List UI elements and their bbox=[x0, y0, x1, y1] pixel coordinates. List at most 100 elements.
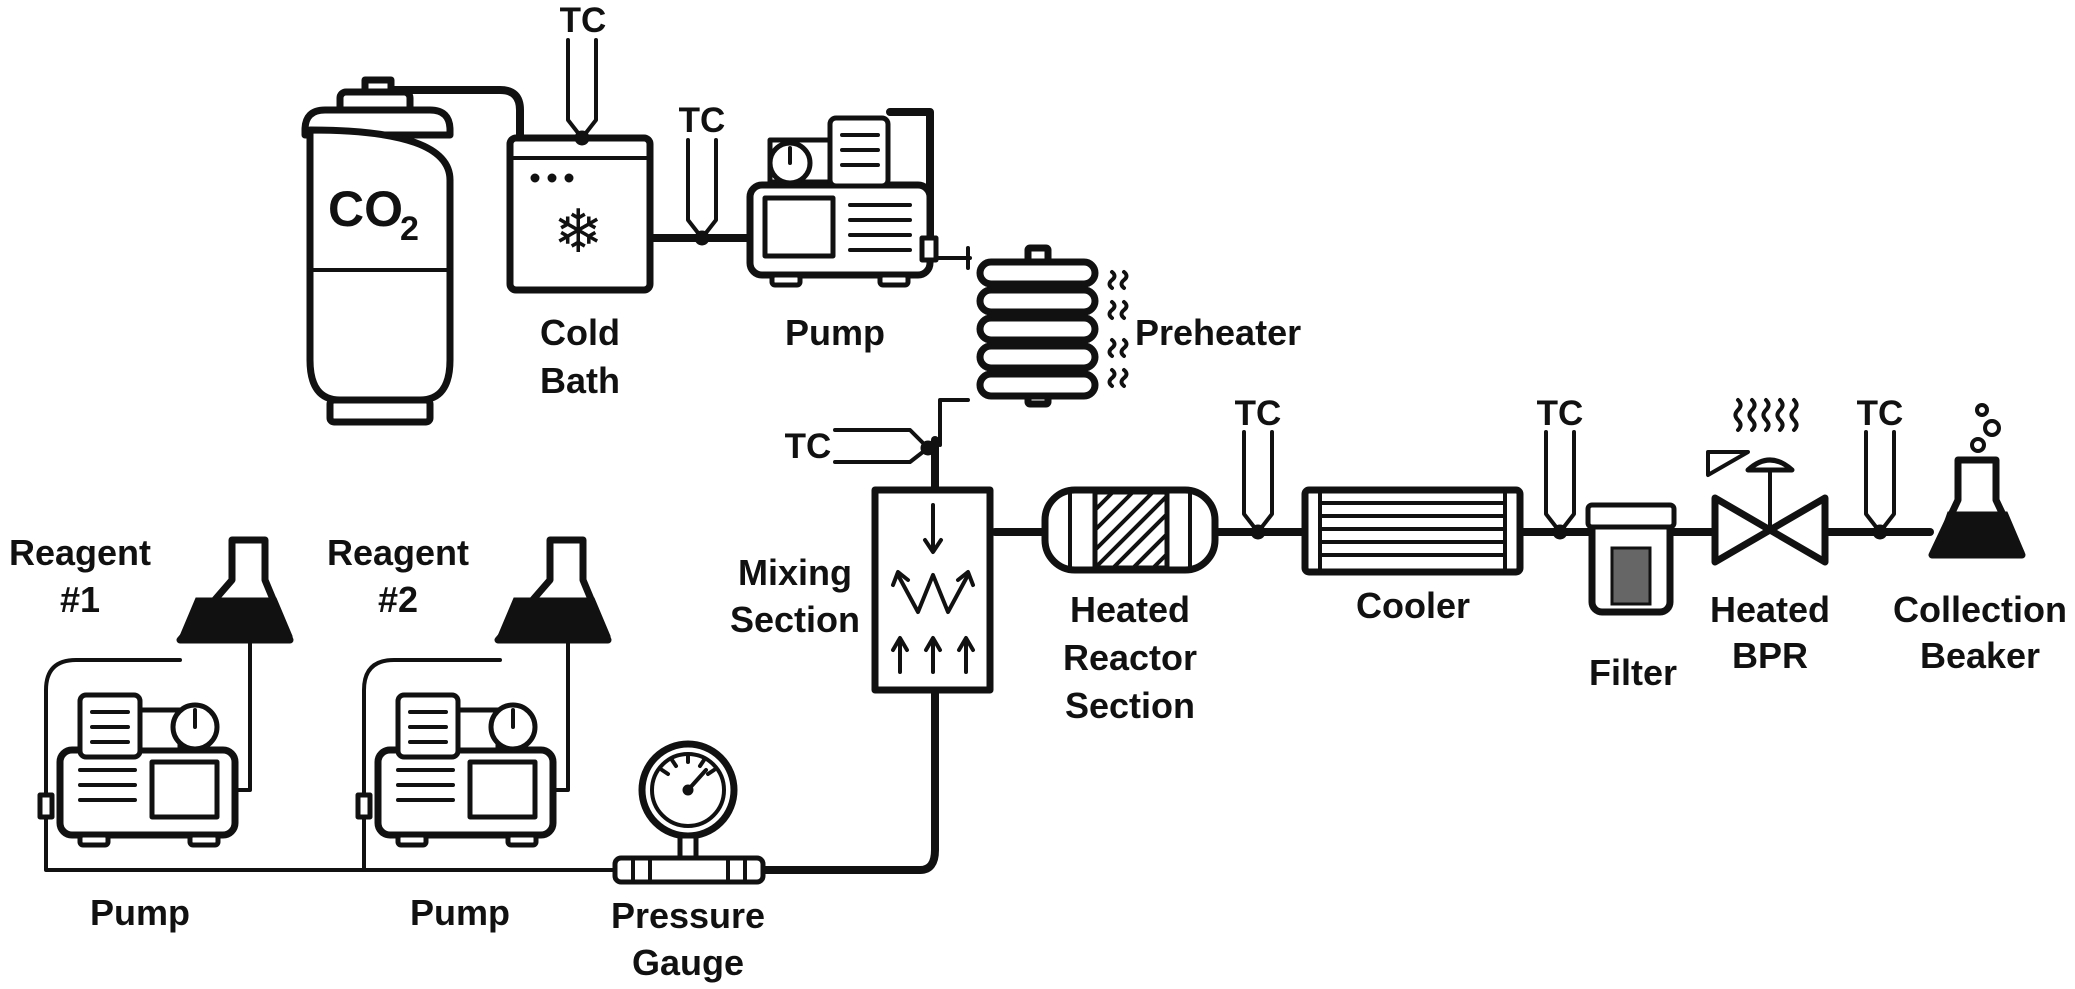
co2-tank: CO 2 bbox=[301, 76, 454, 426]
tc-junction bbox=[694, 230, 710, 246]
pump2-foot bbox=[505, 832, 539, 848]
bubble-icon bbox=[1975, 403, 1989, 417]
preheater-coil bbox=[976, 314, 1099, 344]
pump1-label: Pump bbox=[90, 892, 190, 933]
filter-element bbox=[1610, 546, 1652, 606]
tc-label: TC bbox=[679, 101, 726, 140]
gauge-ticks bbox=[660, 754, 716, 776]
cold-bath: ❄ Cold Bath bbox=[506, 134, 654, 401]
pipe-gauge-to-mixer bbox=[756, 686, 939, 874]
co2-pump: Pump bbox=[746, 115, 939, 353]
heat-waves-icon bbox=[1733, 398, 1799, 432]
pump1-vent bbox=[78, 768, 137, 802]
preheater-coil bbox=[976, 286, 1099, 316]
reagent1-label-line1: Reagent bbox=[9, 532, 151, 573]
tc-probe-icon bbox=[566, 38, 598, 140]
tc-label: TC bbox=[1857, 394, 1904, 433]
mixing-label-line1: Mixing bbox=[738, 552, 852, 593]
tc-junction bbox=[1552, 524, 1568, 540]
pump2-head-lines bbox=[408, 710, 448, 744]
pump1 bbox=[37, 692, 239, 848]
bpr-label-line1: Heated bbox=[1710, 589, 1830, 630]
reagent2-liquid bbox=[497, 597, 611, 637]
tc-label: TC bbox=[1235, 394, 1282, 433]
co2-pump-screen bbox=[762, 195, 836, 259]
cold-bath-dot bbox=[564, 173, 574, 183]
thermocouple-reactor-outlet: TC bbox=[1235, 394, 1282, 540]
bpr-valve-right bbox=[1766, 494, 1829, 566]
bpr-label-line2: BPR bbox=[1732, 635, 1808, 676]
reagent2-label-line2: #2 bbox=[378, 579, 418, 620]
pump2-screen bbox=[467, 759, 538, 820]
down-arrow-icon bbox=[923, 503, 943, 554]
up-arrow-icon bbox=[957, 636, 975, 674]
co2-pump-foot bbox=[769, 272, 803, 288]
pump1-port bbox=[37, 792, 55, 820]
pump2-foot bbox=[395, 832, 429, 848]
mixing-section: Mixing Section bbox=[730, 486, 994, 694]
pump2-vent bbox=[396, 768, 455, 802]
heated-bpr: Heated BPR bbox=[1706, 398, 1830, 676]
preheater-coils bbox=[976, 258, 1099, 400]
co2-pump-foot bbox=[877, 272, 911, 288]
up-arrow-icon bbox=[924, 636, 942, 674]
cold-bath-label-line2: Bath bbox=[540, 360, 620, 401]
co2-tank-body bbox=[306, 126, 454, 404]
co2-tank-base bbox=[326, 396, 434, 426]
thermocouple-cooler-outlet: TC bbox=[1537, 394, 1584, 540]
pump1-head-lines bbox=[90, 710, 130, 744]
co2-pump-label: Pump bbox=[785, 312, 885, 353]
pump2 bbox=[355, 692, 557, 848]
tc-probe-icon bbox=[686, 138, 718, 240]
tc-label: TC bbox=[1537, 394, 1584, 433]
pump2-label: Pump bbox=[410, 892, 510, 933]
reagent1-liquid bbox=[179, 597, 293, 637]
co2-subscript: 2 bbox=[400, 210, 419, 248]
tc-probe-icon bbox=[1242, 430, 1274, 534]
mixing-label-line2: Section bbox=[730, 599, 860, 640]
preheater-label: Preheater bbox=[1135, 312, 1301, 353]
pipe-co2-to-bath bbox=[376, 86, 524, 142]
thermocouples: TC TC TC TC TC TC bbox=[560, 1, 1904, 540]
tc-probe-icon bbox=[1544, 430, 1576, 534]
tc-label: TC bbox=[560, 1, 607, 40]
filter-label: Filter bbox=[1589, 652, 1677, 693]
bpr-actuator bbox=[1745, 457, 1795, 473]
preheater-coil bbox=[976, 342, 1099, 372]
pump1-screen bbox=[149, 759, 220, 820]
pressure-gauge: Pressure Gauge bbox=[611, 740, 766, 983]
tc-junction bbox=[1872, 524, 1888, 540]
reactor-label-line3: Section bbox=[1065, 685, 1195, 726]
cold-bath-dot bbox=[530, 173, 540, 183]
cooler-tubes bbox=[1318, 501, 1507, 557]
pump2-port bbox=[355, 792, 373, 820]
thermocouple-bpr-outlet: TC bbox=[1857, 394, 1904, 540]
co2-pump-port bbox=[919, 235, 939, 263]
zigzag-flow-icon bbox=[896, 573, 970, 614]
reactor-label-line2: Reactor bbox=[1063, 637, 1197, 678]
reagent-2-station: Reagent #2 Pump bbox=[327, 532, 612, 933]
bpr-spring bbox=[1706, 450, 1750, 477]
piping bbox=[44, 86, 1934, 874]
snowflake-icon: ❄ bbox=[553, 197, 603, 267]
up-arrow-icon bbox=[891, 636, 909, 674]
pipe-reagent1-to-pump1 bbox=[233, 638, 252, 792]
tc-junction bbox=[574, 130, 590, 146]
co2-label: CO bbox=[328, 181, 403, 237]
reagent1-label-line2: #1 bbox=[60, 579, 100, 620]
heated-reactor: Heated Reactor Section bbox=[1041, 486, 1219, 726]
reactor-hatch bbox=[1093, 490, 1169, 570]
gauge-fitting-nuts bbox=[631, 856, 747, 884]
gauge-stem bbox=[677, 833, 699, 861]
co2-pump-vent bbox=[848, 203, 912, 252]
bubble-icon bbox=[1970, 437, 1986, 453]
pipe-reagent2-to-pump2 bbox=[551, 638, 570, 792]
heat-waves-icon bbox=[1107, 270, 1129, 388]
preheater: Preheater bbox=[976, 244, 1301, 408]
beaker-label-line2: Beaker bbox=[1920, 635, 2040, 676]
up-arrow-icon bbox=[891, 570, 910, 587]
preheater-coil bbox=[976, 370, 1099, 400]
cooler: Cooler bbox=[1301, 486, 1524, 626]
